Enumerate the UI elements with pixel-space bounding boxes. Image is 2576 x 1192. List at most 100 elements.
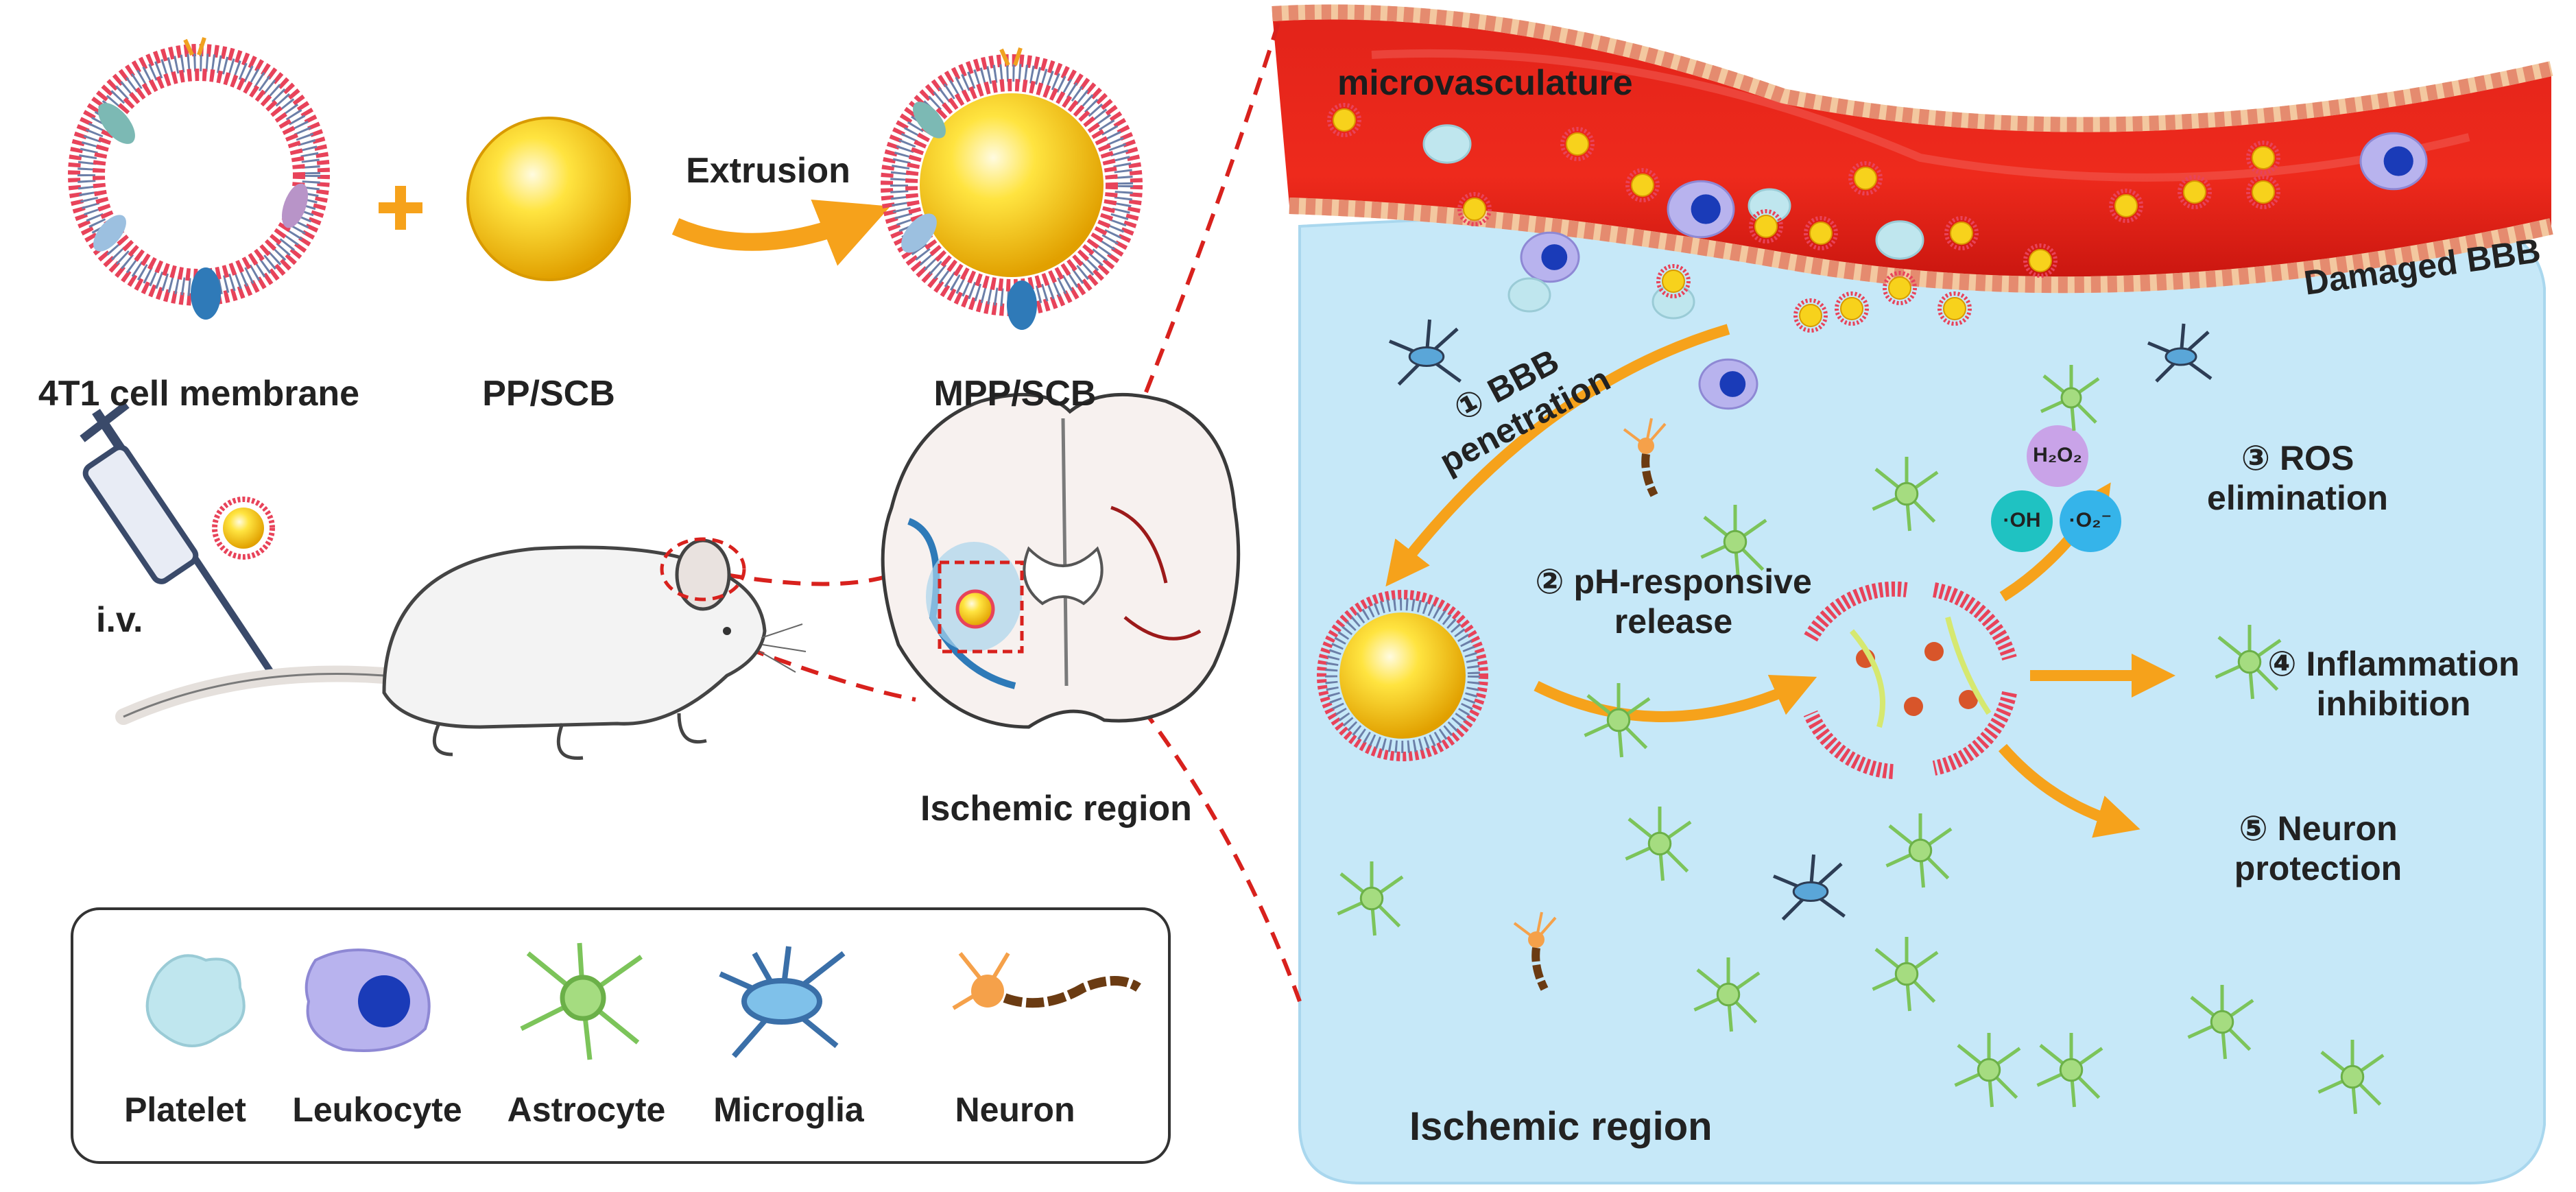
astrocyte-cell	[1872, 937, 1939, 1012]
astrocyte-cell	[2215, 625, 2282, 700]
astrocyte-cell	[1954, 1033, 2021, 1108]
legend-platelet-icon	[145, 954, 246, 1047]
legend-astrocyte-icon	[520, 942, 643, 1060]
label-brain-ischemic: Ischemic region	[920, 789, 1192, 829]
leukocyte-cell	[1520, 231, 1580, 283]
step-4-label: ④ Inflammation inhibition	[2243, 645, 2544, 724]
step-3-line2: elimination	[2207, 478, 2388, 517]
astrocyte-cell	[1693, 957, 1761, 1032]
nanoparticle-dot	[1560, 127, 1595, 161]
legend-label-platelet: Platelet	[124, 1090, 246, 1129]
platelet-cell	[1422, 124, 1472, 164]
vessel-particles	[1327, 103, 2280, 333]
nanoparticle-dot	[1625, 168, 1660, 202]
step-2-label: ② pH-responsive release	[1529, 562, 1817, 641]
ros-h2o2-bubble	[2027, 425, 2088, 487]
step-2-num: ②	[1535, 562, 1564, 601]
label-microvasculature: microvasculature	[1337, 63, 1633, 103]
step-2-line1: pH-responsive	[1573, 562, 1812, 601]
step-4-line1: Inflammation	[2306, 645, 2520, 683]
step-4-line2: inhibition	[2316, 684, 2471, 723]
nanoparticle-dot	[1656, 264, 1691, 298]
astrocyte-cell	[1700, 505, 1767, 580]
astrocyte-cell	[2036, 1033, 2103, 1108]
step-3-num: ③	[2241, 439, 2271, 477]
ros-o2-bubble	[2060, 490, 2121, 552]
nanoparticle-dot	[2178, 175, 2212, 209]
ros-oh-bubble	[1991, 490, 2053, 552]
arrow-bbb-penetration	[1385, 324, 1730, 587]
nanoparticle-dot	[1804, 216, 1838, 250]
astrocyte-cell	[1885, 813, 1953, 888]
nanoparticle-dot	[1749, 209, 1783, 243]
step-3-line1: ROS	[2279, 439, 2354, 477]
released-particle-icon	[1317, 590, 1488, 761]
astrocyte-cell	[1584, 683, 1651, 758]
astrocyte-cell	[1625, 807, 1692, 881]
nanoparticle-dot	[1835, 291, 1869, 326]
pp-scb-core-icon	[466, 117, 631, 281]
tissue-cells	[1337, 124, 2428, 1114]
leukocyte-cell	[1667, 180, 1735, 239]
step-2-line2: release	[1614, 601, 1733, 641]
nanoparticle-dot	[2246, 141, 2280, 175]
microglia-cell	[1773, 854, 1846, 921]
label-iv: i.v.	[96, 600, 143, 640]
nanoparticle-dot	[1457, 192, 1492, 226]
step-5-line1: Neuron	[2277, 809, 2398, 848]
legend-neuron-icon	[952, 952, 1141, 1010]
microvasculature-vessel	[1272, 4, 2553, 294]
legend-label-astrocyte: Astrocyte	[507, 1090, 666, 1129]
nanoparticle-dot	[1327, 103, 1361, 137]
neuron-cell	[1513, 911, 1557, 991]
ros-h2o2-label: H₂O₂	[2033, 444, 2082, 466]
platelet-cell	[1507, 277, 1551, 313]
neuron-cell	[1623, 418, 1667, 497]
nanoparticle-dot	[1883, 271, 1917, 305]
arrow-release	[1534, 674, 1817, 722]
syringe-icon	[80, 401, 274, 674]
label-extrusion: Extrusion	[686, 151, 850, 191]
ros-o2-label: ·O₂⁻	[2068, 509, 2112, 532]
brain-section-icon	[881, 392, 1241, 729]
step-5-num: ⑤	[2239, 809, 2268, 848]
microglia-cell	[2147, 323, 2213, 383]
step-3-label: ③ ROS elimination	[2167, 439, 2428, 518]
injected-particle-icon	[212, 497, 275, 560]
ros-oh-label: ·OH	[2003, 509, 2041, 532]
legend-microglia-icon	[719, 946, 846, 1058]
astrocyte-cell	[2040, 365, 2100, 431]
astrocyte-cell	[1872, 457, 1939, 532]
legend-label-microglia: Microglia	[713, 1090, 864, 1129]
nanoparticle-dot	[1937, 291, 1972, 326]
legend-label-neuron: Neuron	[955, 1090, 1075, 1129]
label-mpp-scb: MPP/SCB	[933, 374, 1097, 414]
label-pp-scb: PP/SCB	[482, 374, 615, 414]
cell-membrane-vesicle-icon	[68, 37, 330, 320]
label-region-ischemic: Ischemic region	[1409, 1104, 1713, 1149]
mouse-icon	[115, 537, 807, 760]
nanoparticle-dot	[1944, 216, 1979, 250]
leukocyte-cell	[1698, 358, 1758, 410]
nanoparticle-dot	[2246, 175, 2280, 209]
nanoparticle-dot	[1793, 298, 1828, 333]
step-4-num: ④	[2267, 645, 2297, 683]
mpp-scb-particle-icon	[881, 47, 1143, 330]
astrocyte-cell	[2317, 1040, 2385, 1114]
step-5-line2: protection	[2234, 848, 2402, 887]
label-membrane: 4T1 cell membrane	[38, 374, 360, 414]
nanoparticle-dot	[2023, 243, 2058, 278]
arrow-neuron	[1998, 743, 2140, 838]
legend-label-leukocyte: Leukocyte	[292, 1090, 462, 1129]
astrocyte-cell	[1337, 861, 1404, 936]
leukocyte-cell	[2359, 132, 2428, 191]
nanoparticle-dot	[1848, 161, 1883, 195]
extrusion-arrow	[671, 200, 891, 266]
fragmented-membrane-icon	[1803, 581, 2017, 779]
step-5-label: ⑤ Neuron protection	[2195, 809, 2442, 888]
microglia-cell	[1389, 319, 1462, 386]
platelet-cell	[1875, 220, 1924, 260]
astrocyte-cell	[2187, 985, 2254, 1060]
nanoparticle-dot	[2109, 189, 2143, 223]
